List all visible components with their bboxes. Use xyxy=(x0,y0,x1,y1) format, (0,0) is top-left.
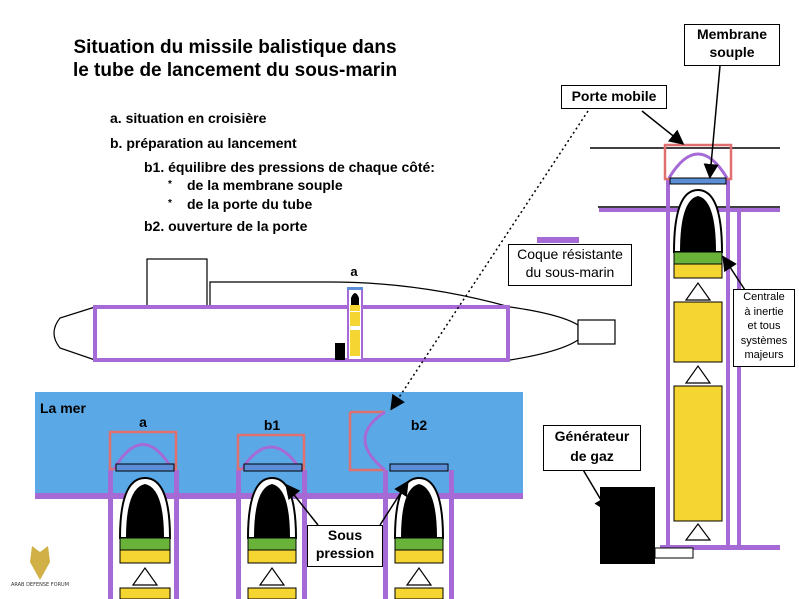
sous-pression-label-box: Sous pression xyxy=(307,525,383,567)
coque-label-line-2: du sous-marin xyxy=(525,264,615,280)
sous-pression-arrow-left xyxy=(285,483,319,526)
list-item-b1-membrane: de la membrane souple xyxy=(187,177,343,193)
coque-label-line-1: Coque résistante xyxy=(517,246,623,262)
centrale-label-box: Centrale à inertie et tous systèmes maje… xyxy=(733,289,795,367)
page-title: Situation du missile balistique dans le … xyxy=(0,36,470,82)
centrale-label-line-1: Centrale xyxy=(743,291,785,303)
forum-logo-text: ARAB DEFENSE FORUM xyxy=(11,582,69,588)
porte-arrow xyxy=(641,110,685,145)
list-item-b1-porte: de la porte du tube xyxy=(187,196,313,212)
porte-mobile-label-box: Porte mobile xyxy=(561,85,667,109)
membrane-label-box: Membrane souple xyxy=(684,24,780,66)
tube-a xyxy=(108,430,179,599)
title-line-2: le tube de lancement du sous-marin xyxy=(72,60,398,81)
coque-legend-swatch xyxy=(537,237,579,243)
tube-b1-label: b1 xyxy=(264,417,281,433)
centrale-label-line-3: et tous xyxy=(747,320,781,332)
forum-logo: ARAB DEFENSE FORUM xyxy=(11,546,69,588)
generateur-arrow xyxy=(581,467,609,513)
gas-generator xyxy=(600,487,655,564)
list-item-b: b. préparation au lancement xyxy=(110,135,297,151)
tube-b2 xyxy=(348,410,454,599)
sous-pression-arrow-right xyxy=(379,480,409,526)
sub-tube-label: a xyxy=(350,264,358,279)
centrale-arrow xyxy=(722,255,746,291)
sous-pression-label-line-2: pression xyxy=(315,545,375,561)
membrane-arrow xyxy=(703,65,721,179)
coque-label-box: Coque résistante du sous-marin xyxy=(508,244,632,286)
centrale-label-line-5: majeurs xyxy=(744,349,784,361)
porte-mobile-label: Porte mobile xyxy=(571,88,657,104)
sous-pression-label-line-1: Sous xyxy=(327,527,363,543)
sub-missile-tube xyxy=(347,287,363,361)
porte-dotted-arrow xyxy=(390,110,589,411)
tube-b2-label: b2 xyxy=(411,417,428,433)
bullet-1: * xyxy=(168,179,172,190)
generateur-label-box: Générateur de gaz xyxy=(543,425,641,471)
sea-label: La mer xyxy=(40,400,86,416)
centrale-label-line-4: systèmes xyxy=(740,334,788,347)
list-item-b2: b2. ouverture de la porte xyxy=(144,218,308,234)
centrale-label-line-2: à inertie xyxy=(744,305,784,318)
list-item-b1: b1. équilibre des pressions de chaque cô… xyxy=(144,159,435,175)
generateur-label-line-2: de gaz xyxy=(570,448,614,464)
tube-b1 xyxy=(236,433,307,599)
main-launch-tube xyxy=(590,143,780,564)
membrane-label-line-2: souple xyxy=(709,44,755,60)
bullet-2: * xyxy=(168,198,172,209)
membrane-label-line-1: Membrane xyxy=(696,26,768,42)
list-item-a: a. situation en croisière xyxy=(110,110,267,126)
generateur-label-line-1: Générateur xyxy=(554,428,630,444)
submarine xyxy=(53,258,616,362)
title-line-1: Situation du missile balistique dans xyxy=(73,37,397,58)
tube-a-label: a xyxy=(139,414,147,430)
